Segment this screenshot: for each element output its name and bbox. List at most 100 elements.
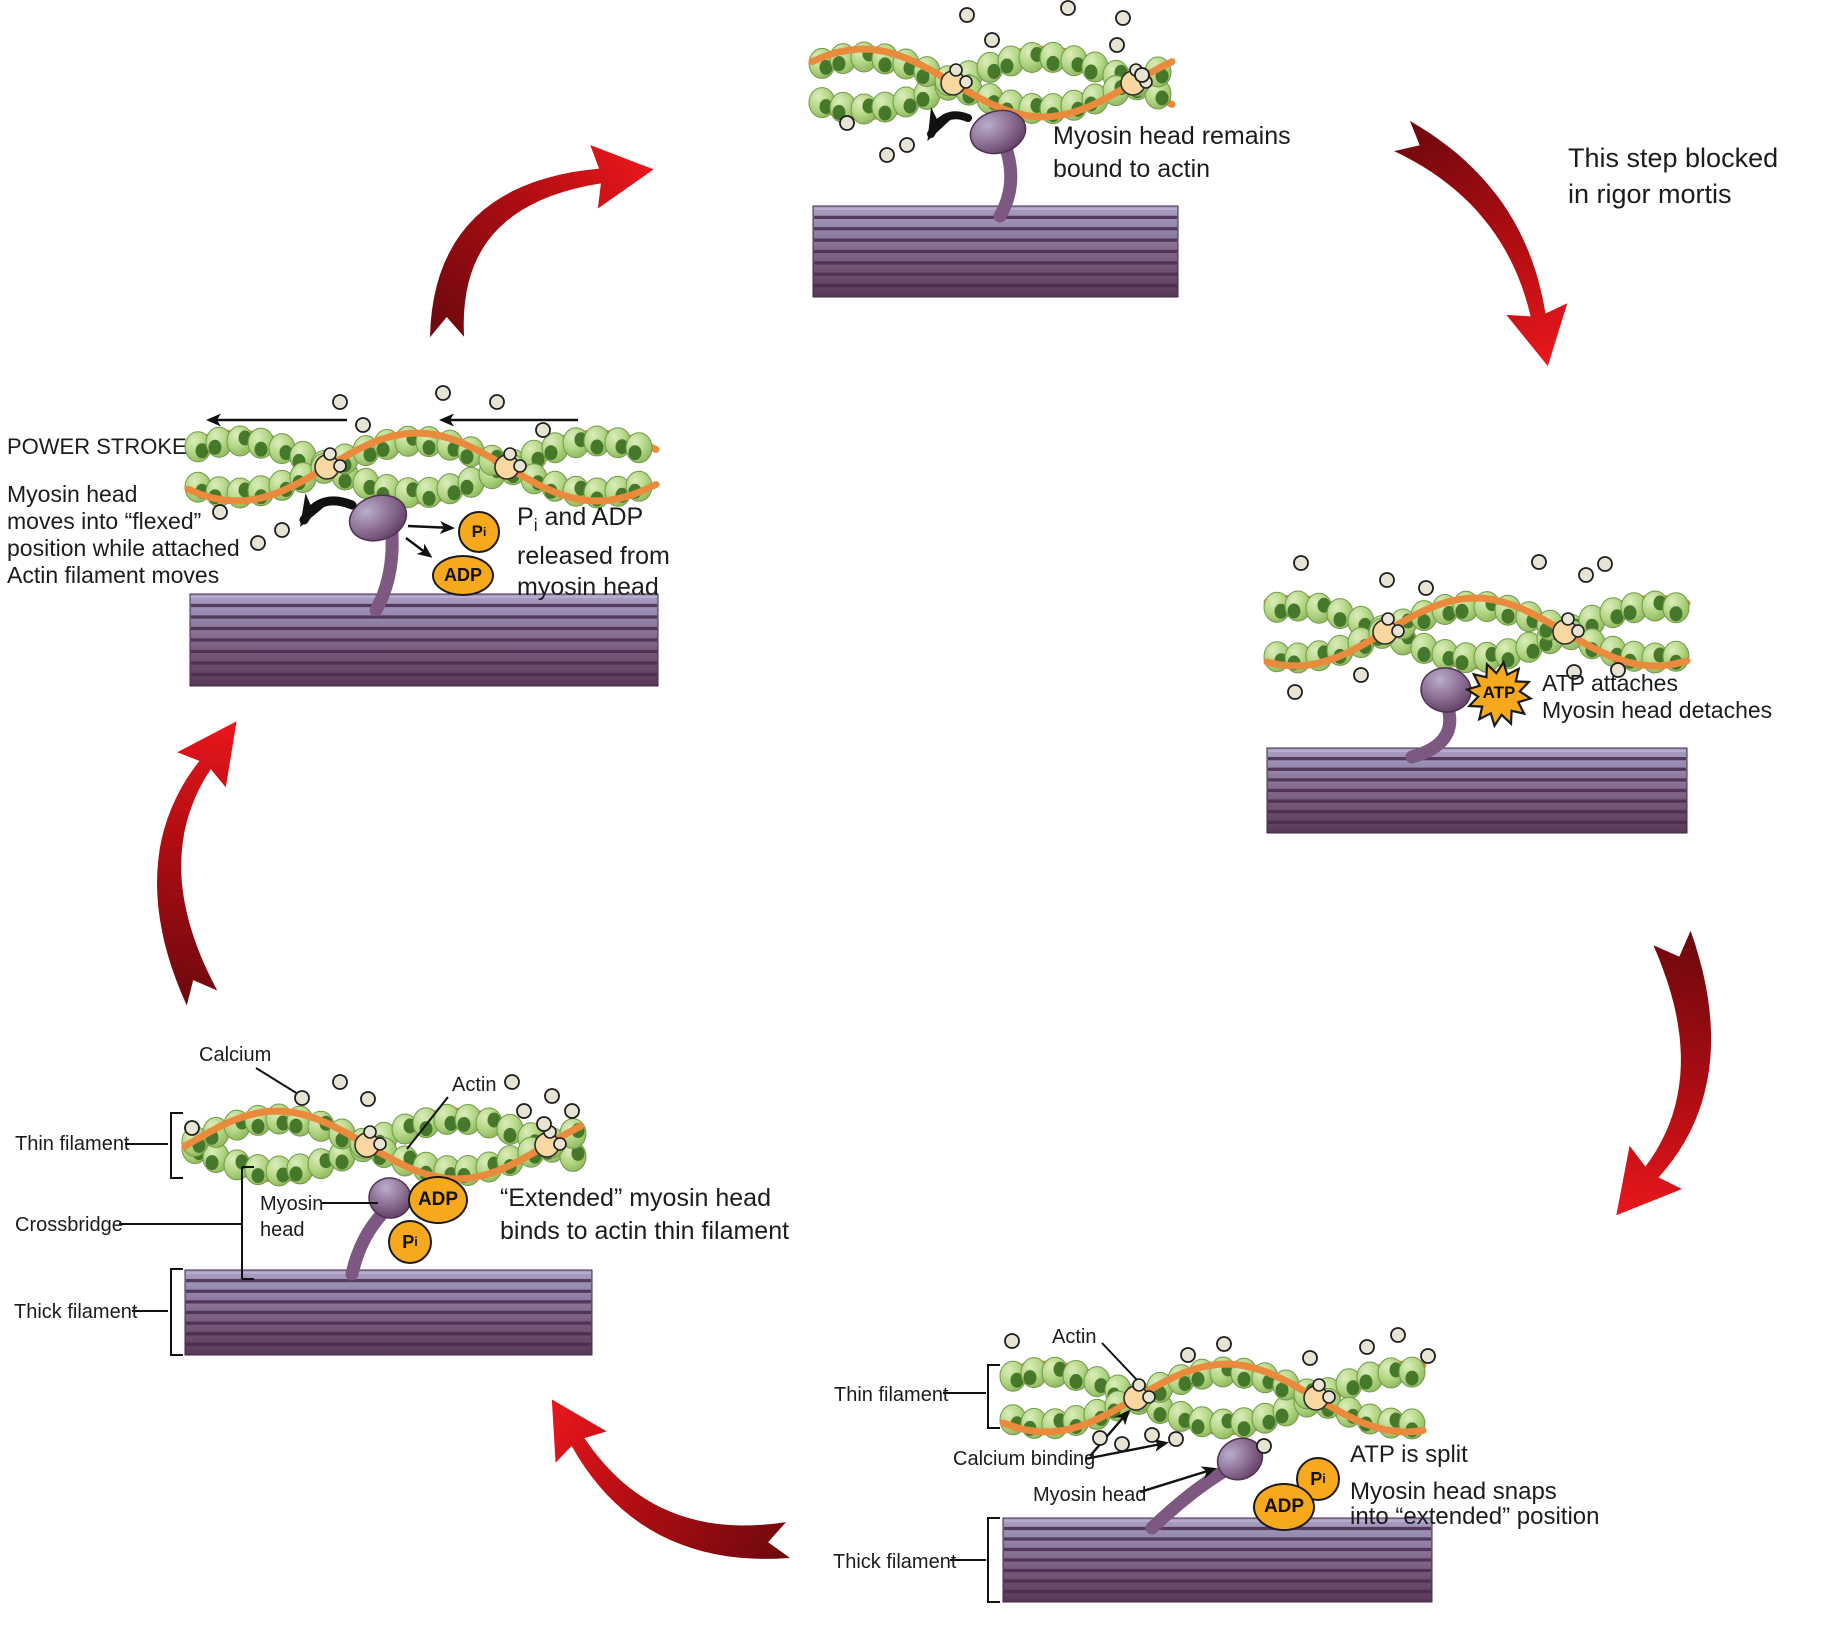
arrow-atp-split-to-extended [551, 1399, 790, 1559]
calcium-ion [1004, 1333, 1020, 1349]
arrow-release-pi [407, 520, 455, 534]
thick-filament-atp-split [1002, 1517, 1433, 1603]
bracket-thick-split [987, 1517, 1000, 1603]
myosin-head-extended [345, 1177, 412, 1281]
caption-atp-split: ATP is split Myosin head snaps into “ext… [1350, 1442, 1600, 1529]
calcium-ion [435, 385, 451, 401]
thin-filament-power [184, 425, 660, 509]
calcium-ion [1359, 1339, 1375, 1355]
calcium-ion [1216, 1336, 1232, 1352]
thick-filament-atp-attach [1266, 747, 1688, 834]
label-thick-filament-extended: Thick filament [14, 1301, 138, 1323]
calcium-ion [899, 137, 915, 153]
calcium-ion [489, 394, 505, 410]
adp-token-extended: ADP [408, 1176, 468, 1224]
pi-main: P [517, 503, 534, 531]
label-thin-filament-split: Thin filament [834, 1384, 949, 1406]
caption-line: moves into “flexed” [7, 508, 202, 534]
caption-line: binds to actin thin filament [500, 1217, 790, 1245]
calcium-ion [1578, 567, 1594, 583]
calcium-ion [1293, 555, 1309, 571]
bracket-thick-extended [170, 1268, 183, 1356]
calcium-ion [839, 115, 855, 131]
calcium-ion [1418, 580, 1434, 596]
atp-starburst [1464, 659, 1534, 729]
label-calcium: Calcium [199, 1044, 272, 1066]
caption-line: Myosin head remains [1053, 122, 1291, 150]
label-actin-extended: Actin [452, 1074, 497, 1096]
pi-sub: i [533, 515, 538, 535]
arrow-head-swing-power [299, 493, 357, 527]
arrow-myosin-head-pointer [1139, 1466, 1217, 1494]
calcium-ion [1597, 556, 1613, 572]
calcium-ion [360, 1091, 376, 1107]
label-actin-split: Actin [1052, 1326, 1097, 1348]
atp-star-label: ATP [1482, 683, 1516, 702]
thin-filament-atp-attach [1263, 590, 1691, 674]
calcium-ion [1144, 1427, 1160, 1443]
label-line: head [260, 1219, 305, 1241]
label-calcium-binding: Calcium binding [953, 1448, 1096, 1470]
calcium-ion [1379, 572, 1395, 588]
arrow-head-swing-top [927, 107, 972, 142]
label-power-stroke-title: POWER STROKE [7, 434, 187, 459]
caption-line: Myosin head snaps [1350, 1478, 1557, 1505]
calcium-ion [1134, 67, 1150, 83]
caption-line: ATP attaches [1542, 670, 1678, 696]
calcium-ion [294, 1090, 310, 1106]
calcium-ion [984, 32, 1000, 48]
caption-line: Pi and ADP [517, 502, 670, 541]
thin-filament-top [808, 41, 1176, 125]
calcium-ion [184, 1120, 200, 1136]
calcium-ion [959, 7, 975, 23]
calcium-ion [1420, 1348, 1436, 1364]
caption-line: position while attached [7, 535, 240, 561]
calcium-ion [1287, 684, 1303, 700]
label-myosin-head-split: Myosin head [1033, 1484, 1147, 1506]
pi-sub: i [483, 525, 487, 539]
calcium-ion [504, 1074, 520, 1090]
calcium-ion [1610, 662, 1626, 678]
bracket-thin-extended [170, 1112, 183, 1179]
arrow-release-adp [405, 537, 433, 558]
calcium-ion [1256, 1438, 1272, 1454]
caption-line: in rigor mortis [1568, 179, 1732, 209]
thin-filament-extended [181, 1103, 587, 1187]
caption-myosin-bound: Myosin head remains bound to actin [1053, 120, 1291, 186]
myosin-head-atp-split [1145, 1437, 1264, 1535]
bracket-thin-split [987, 1364, 1000, 1429]
caption-line: Myosin head detaches [1542, 697, 1773, 723]
calcium-ion [544, 1088, 560, 1104]
thin-filament-atp-split [999, 1356, 1427, 1440]
calcium-ion [250, 535, 266, 551]
caption-line: “Extended” myosin head [500, 1184, 771, 1212]
caption-line: Myosin head [7, 481, 138, 507]
pi-main: P [1310, 1468, 1323, 1489]
caption-rest: and ADP [537, 503, 644, 531]
calcium-ion [1302, 1350, 1318, 1366]
label-myosin-head-extended: Myosin head [260, 1191, 323, 1243]
myosin-head-atp-attach [1405, 667, 1472, 764]
calcium-ion [1060, 0, 1076, 16]
adp-token-split: ADP [1253, 1483, 1315, 1531]
calcium-ion [1353, 667, 1369, 683]
label-thin-filament-extended: Thin filament [15, 1133, 130, 1155]
calcium-ion [536, 1116, 552, 1132]
calcium-ion [879, 147, 895, 163]
calcium-ion [1114, 1436, 1130, 1452]
caption-actin-moves: Actin filament moves [7, 562, 220, 588]
myosin-head-top [969, 109, 1027, 223]
calcium-ion [1180, 1347, 1196, 1363]
calcium-ion [355, 417, 371, 433]
thick-filament-extended [184, 1269, 593, 1356]
pointer-crossbridge [119, 1166, 254, 1280]
caption-power-stroke: Myosin head moves into “flexed” position… [7, 481, 240, 562]
calcium-ion [274, 522, 290, 538]
pi-sub: i [1322, 1472, 1326, 1486]
caption-line: released from [517, 542, 670, 570]
caption-pi-adp-released: Pi and ADP released from myosin head [517, 502, 670, 603]
pi-sub: i [414, 1235, 418, 1249]
arrow-extended-to-powerstroke [157, 721, 237, 1006]
